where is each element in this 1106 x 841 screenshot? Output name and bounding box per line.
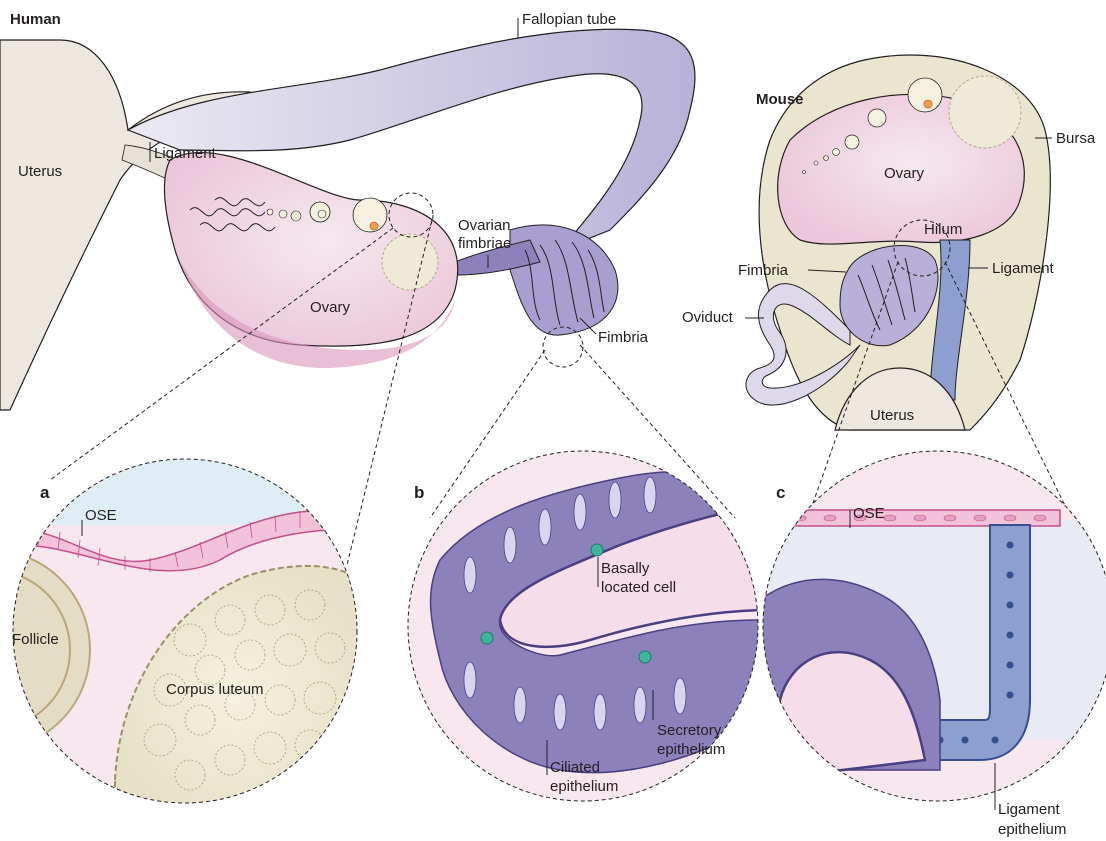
corpus-luteum-label: Corpus luteum <box>166 681 264 698</box>
basally-label-1: Basally <box>601 560 650 577</box>
human-uterus-label: Uterus <box>18 163 62 180</box>
panel-b: b Basally located cell Ciliated epitheli… <box>400 450 770 810</box>
secretory-label-1: Secretory <box>657 722 722 739</box>
panel-c-ose-label: OSE <box>853 505 885 522</box>
ciliated-label-1: Ciliated <box>550 759 600 776</box>
mouse-fimbria-label: Fimbria <box>738 262 789 279</box>
ciliated-label-2: epithelium <box>550 778 618 795</box>
follicle-label: Follicle <box>12 631 59 648</box>
panel-c: c OSE Ligament epithelium <box>760 450 1106 838</box>
panel-c-letter: c <box>776 483 785 502</box>
human-fimbria-label: Fimbria <box>598 329 649 346</box>
mouse-ovary-label: Ovary <box>884 165 925 182</box>
panel-b-letter: b <box>414 483 424 502</box>
mouse-uterus-label: Uterus <box>870 407 914 424</box>
basally-label-2: located cell <box>601 579 676 596</box>
panel-a-letter: a <box>40 483 50 502</box>
oviduct-label: Oviduct <box>682 309 734 326</box>
human-title: Human <box>10 11 61 28</box>
mouse-ligament-label: Ligament <box>992 260 1055 277</box>
ligament-epithelium-label-2: epithelium <box>998 821 1066 838</box>
ovarian-fimbriae-label-1: Ovarian <box>458 217 511 234</box>
fallopian-tube-label: Fallopian tube <box>522 11 616 28</box>
secretory-label-2: epithelium <box>657 741 725 758</box>
panel-a-ose-label: OSE <box>85 507 117 524</box>
ligament-epithelium-label-1: Ligament <box>998 801 1061 818</box>
panel-a: a OSE Follicle Corpus luteum <box>0 450 380 820</box>
ovarian-fimbriae-label-2: fimbriae <box>458 235 511 252</box>
hilum-label: Hilum <box>924 221 962 238</box>
human-ovary <box>165 153 458 369</box>
human-ovary-label: Ovary <box>310 299 351 316</box>
mouse-title: Mouse <box>756 91 804 108</box>
human-ligament-label: Ligament <box>154 145 217 162</box>
bursa-label: Bursa <box>1056 130 1096 147</box>
